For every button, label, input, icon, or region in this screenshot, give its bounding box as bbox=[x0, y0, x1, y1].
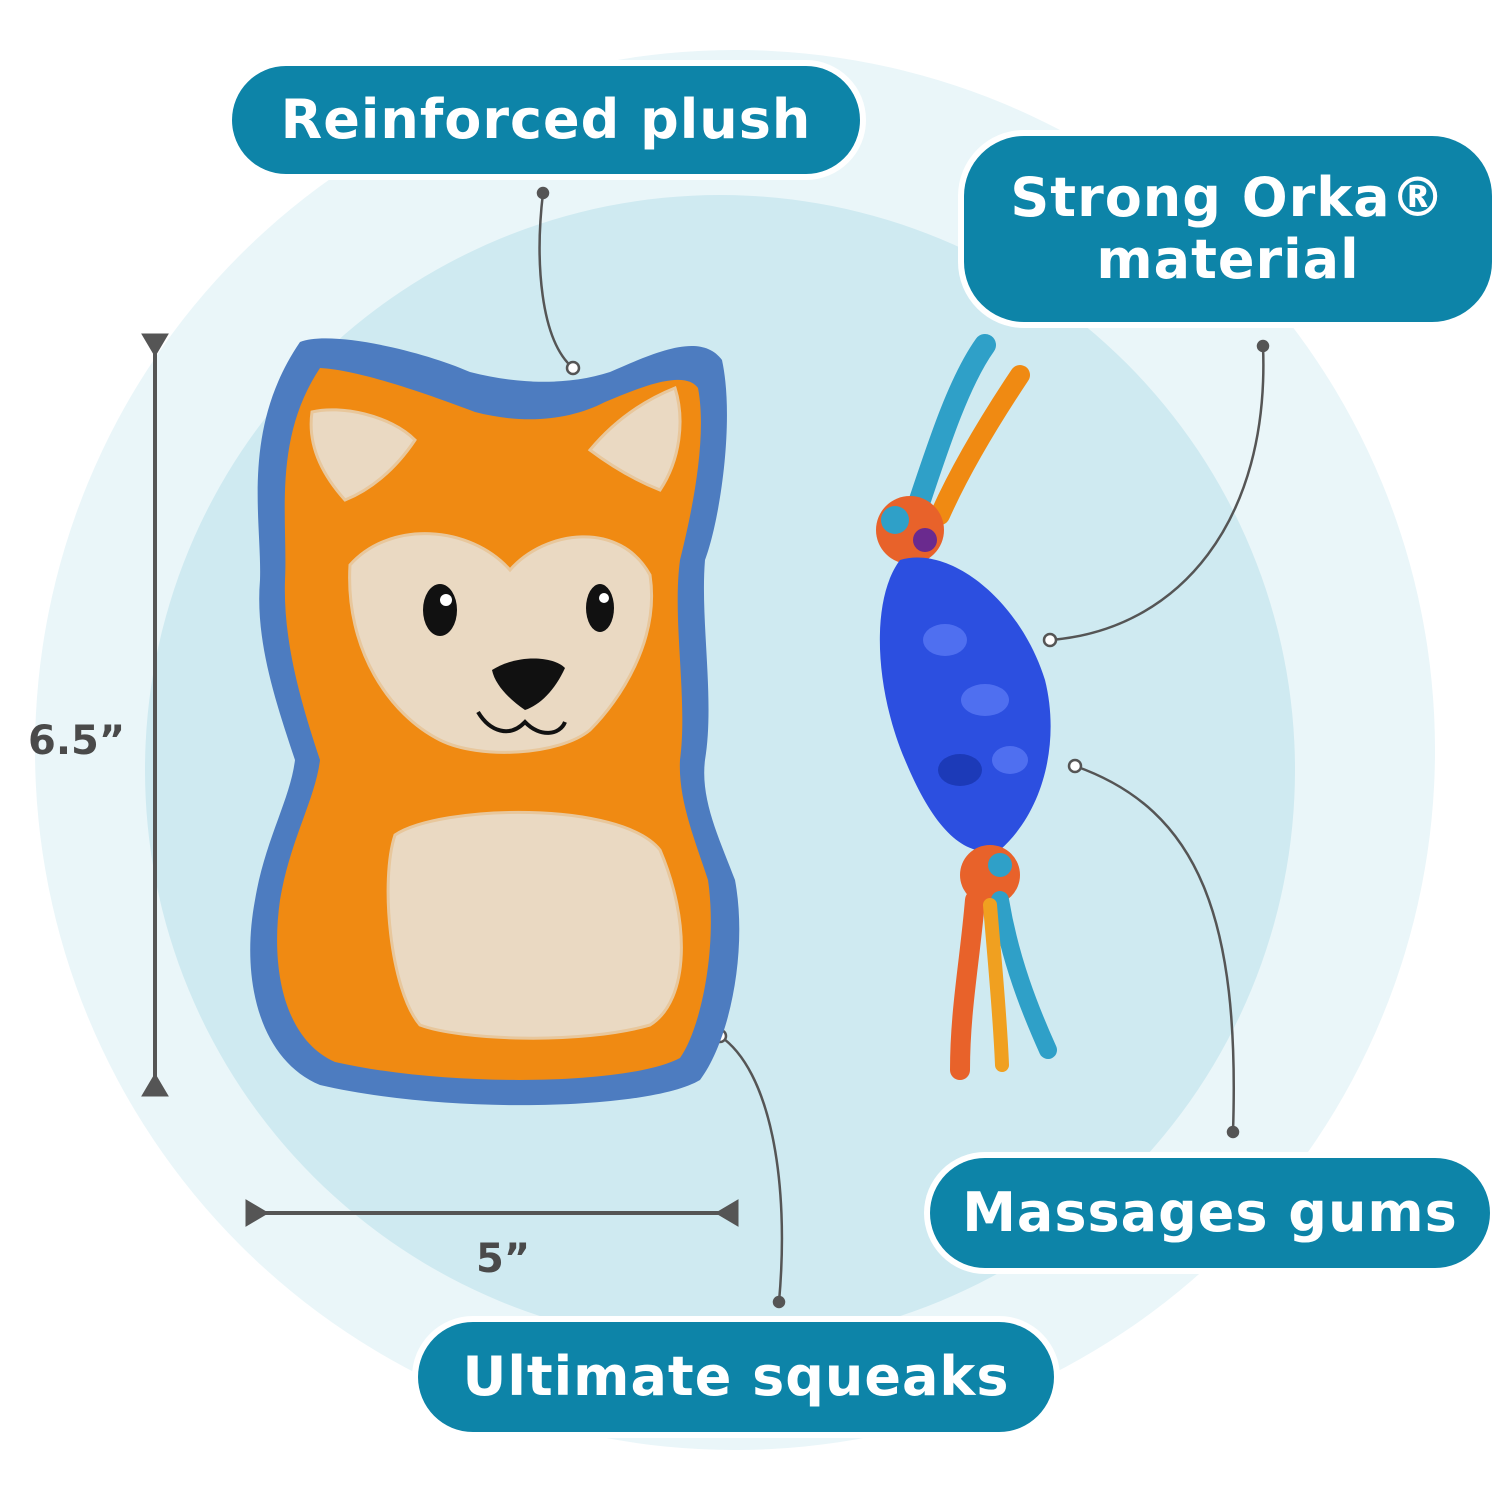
fox-ear-right bbox=[587, 386, 682, 492]
rope-bottom-strand-2 bbox=[991, 891, 1057, 1059]
callout-orka-line2: material bbox=[1096, 228, 1360, 291]
fox-belly bbox=[386, 810, 683, 1040]
rope-bottom-strand-1 bbox=[950, 890, 985, 1080]
fox-plush-toy bbox=[250, 338, 740, 1106]
callout-orka-line1: Strong Orka® bbox=[1010, 165, 1446, 229]
fox-ear-left bbox=[309, 408, 417, 502]
callout-reinforced-plush: Reinforced plush bbox=[232, 66, 860, 174]
callout-ultimate-squeaks-text: Ultimate squeaks bbox=[462, 1344, 1010, 1408]
callout-massages-gums: Massages gums bbox=[930, 1158, 1490, 1268]
callout-ultimate-squeaks: Ultimate squeaks bbox=[418, 1322, 1054, 1432]
rope-top-strand-2 bbox=[930, 365, 1030, 525]
fox-mouth bbox=[476, 710, 567, 735]
width-dimension-label: 5” bbox=[476, 1236, 531, 1282]
orka-chew-toy bbox=[876, 334, 1057, 1080]
rope-bottom-strand-3 bbox=[983, 898, 1009, 1072]
callout-massages-gums-text: Massages gums bbox=[962, 1180, 1458, 1244]
height-dimension-arrow bbox=[141, 333, 169, 1097]
fox-eye-right bbox=[586, 584, 614, 632]
callout-strong-orka-material: Strong Orka® material bbox=[964, 136, 1492, 322]
width-dimension-arrow bbox=[245, 1199, 739, 1227]
fox-face bbox=[348, 532, 653, 754]
rope-top-strand-1 bbox=[909, 334, 996, 511]
fox-eye-left bbox=[423, 584, 457, 636]
height-dimension-label: 6.5” bbox=[28, 718, 126, 764]
fox-nose bbox=[492, 658, 565, 710]
callout-reinforced-plush-text: Reinforced plush bbox=[280, 87, 812, 151]
